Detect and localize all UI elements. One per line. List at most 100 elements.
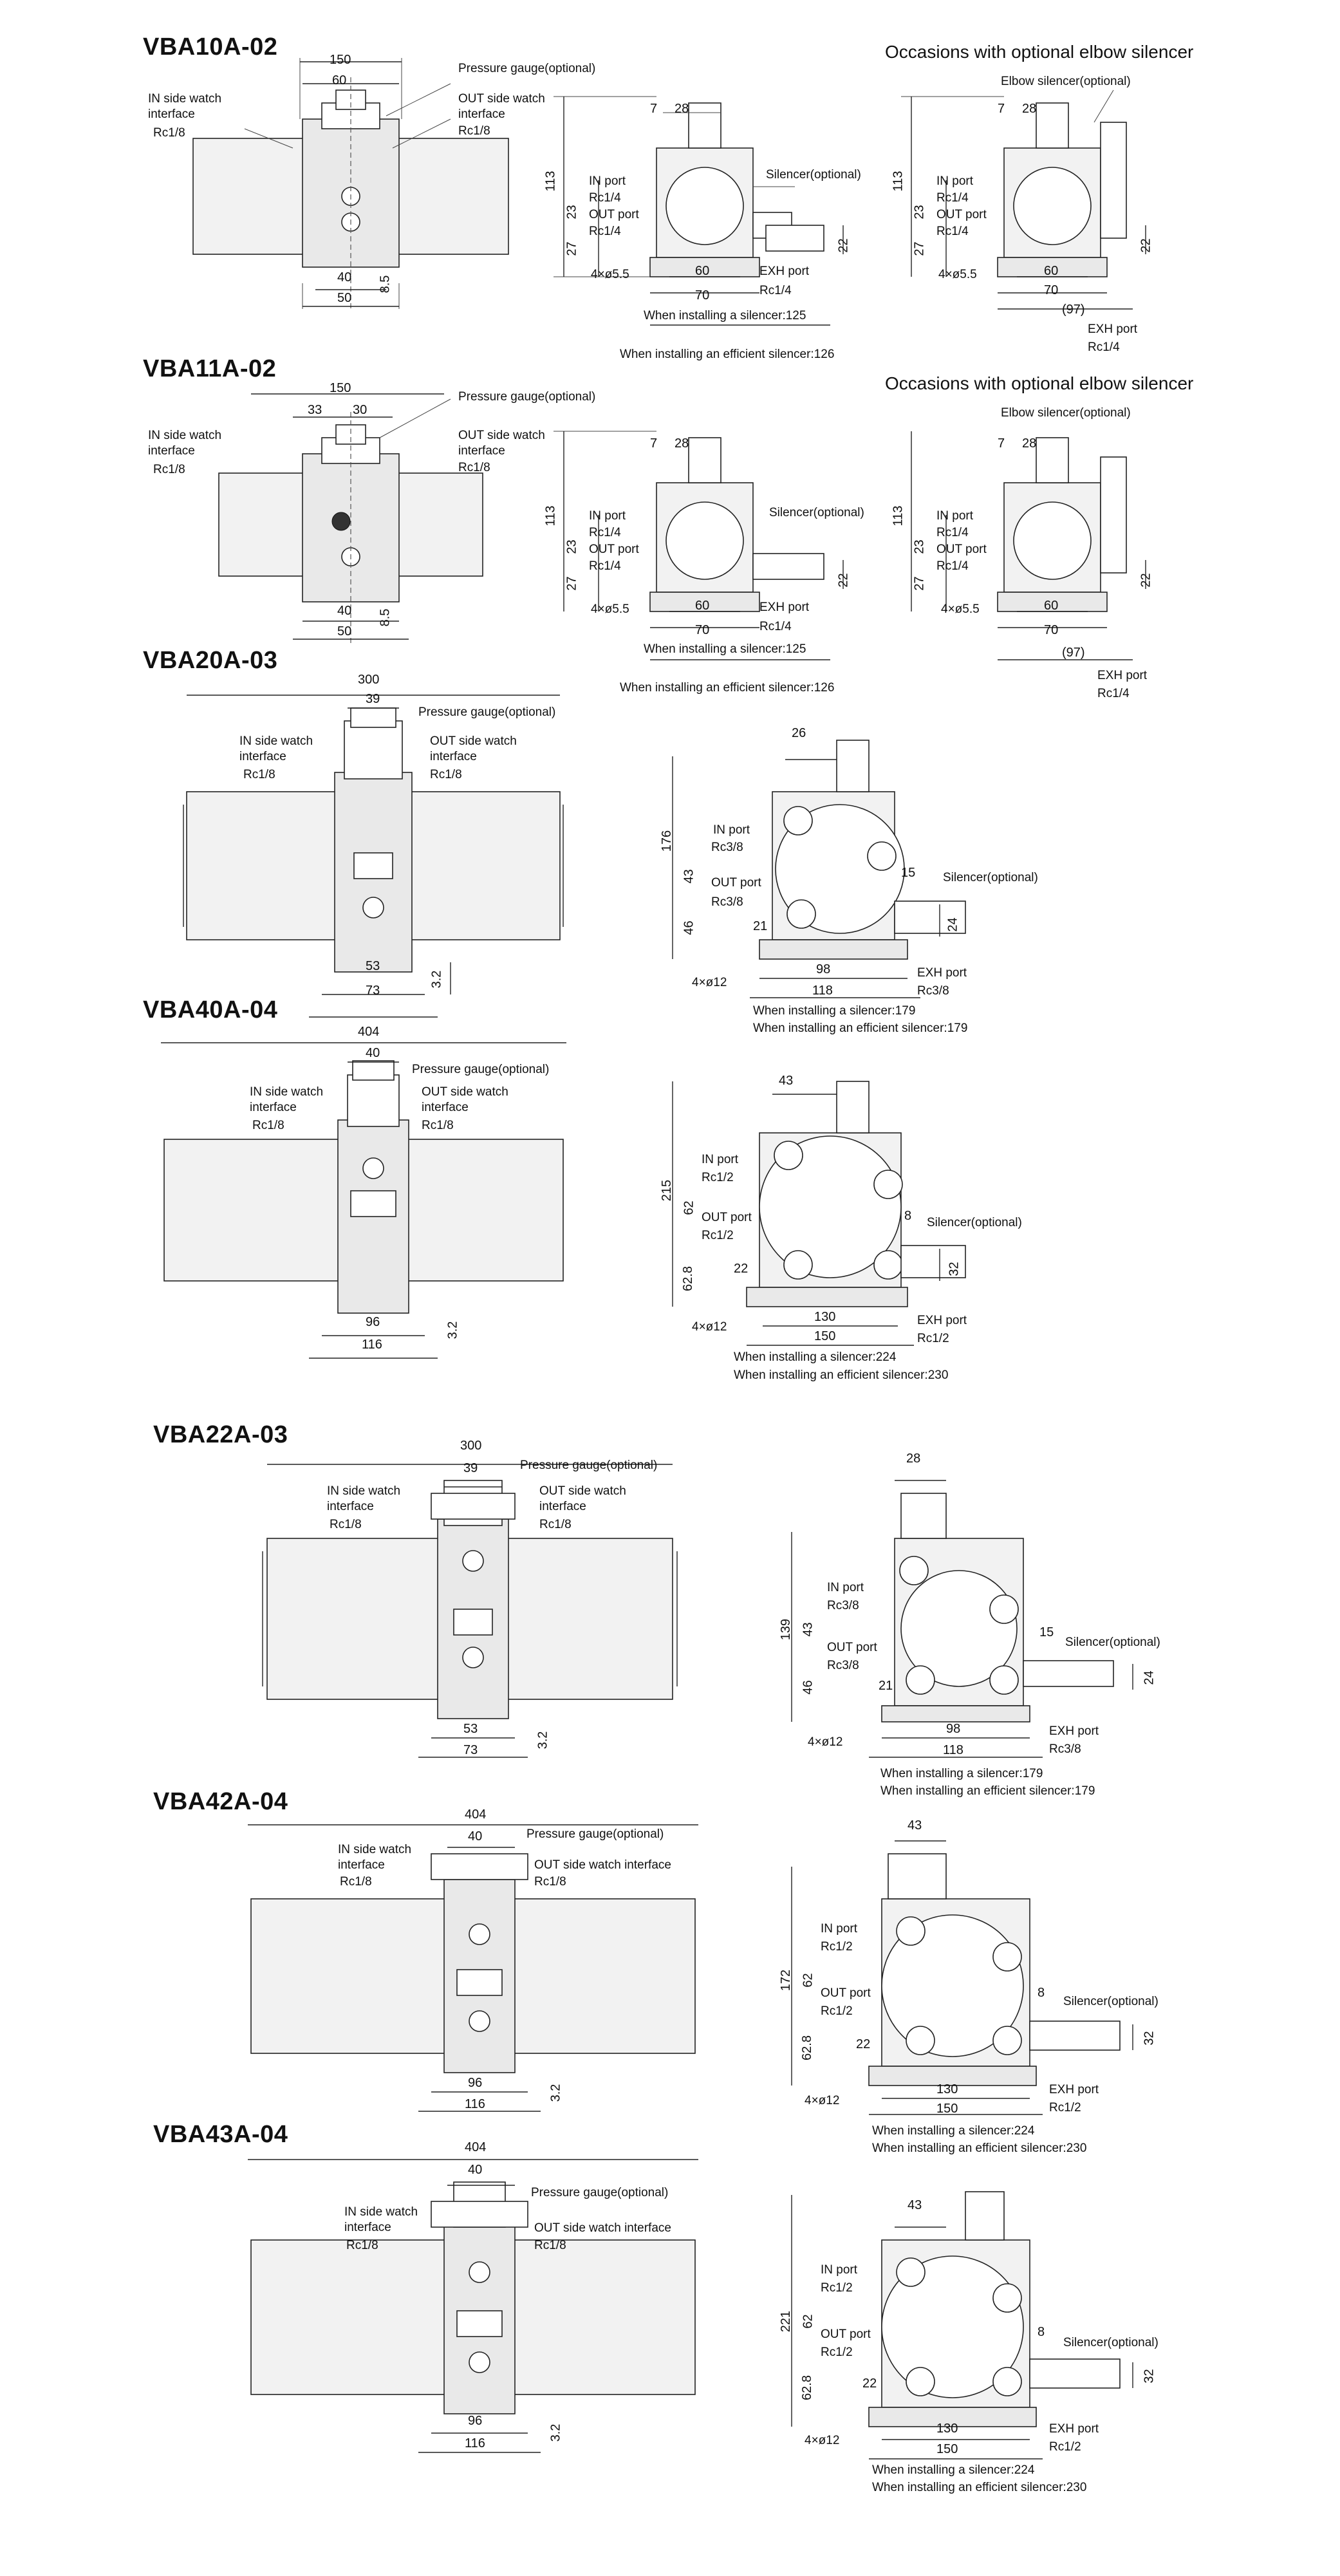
- label-hole55-vba11-elbow: 4×ø5.5: [941, 602, 980, 616]
- dim-3-2-vba22: 3.2: [535, 1731, 550, 1750]
- dim-39-vba22: 39: [463, 1461, 478, 1475]
- dim-43-vba40: 43: [779, 1074, 794, 1088]
- dim-70-vba11-elbow: 70: [1044, 623, 1059, 637]
- label-exh-port-vba11-elbow: EXH port: [1097, 669, 1148, 682]
- dim-70-side: 70: [695, 288, 710, 303]
- dim-28-vba11-elbow: 28: [1022, 436, 1037, 451]
- dim-60-elbow: 60: [1044, 264, 1059, 278]
- dim-150-vba42: 150: [936, 2102, 958, 2116]
- label-in-watch-1-vba40: IN side watch: [250, 1085, 324, 1099]
- label-hole12-vba20: 4×ø12: [692, 976, 727, 989]
- dim-73: 73: [366, 984, 380, 998]
- label-hole55-elbow: 4×ø5.5: [938, 268, 977, 281]
- elbow-header-1: Occasions with optional elbow silencer: [885, 42, 1194, 62]
- dim-3-2-vba42: 3.2: [548, 2084, 563, 2102]
- label-out-rc12-vba40: Rc1/2: [702, 1229, 734, 1242]
- dim-96-vba42: 96: [468, 2076, 483, 2090]
- dim-97-elbow: (97): [1062, 303, 1085, 317]
- label-exh-rc14-vba11-elbow: Rc1/4: [1097, 687, 1130, 700]
- dim-118-vba22: 118: [943, 1743, 963, 1757]
- label-out-watch-full-vba42: OUT side watch interface: [534, 1858, 671, 1872]
- label-hole12-vba43: 4×ø12: [805, 2434, 840, 2447]
- label-out-rc18-vba20: Rc1/8: [430, 768, 462, 781]
- dim-300: 300: [358, 673, 380, 687]
- dim-43-vba43: 43: [907, 2198, 922, 2212]
- title-vba20: VBA20A-03: [143, 647, 278, 674]
- title-vba10: VBA10A-02: [143, 33, 278, 61]
- label-out-watch-2-vba20: interface: [430, 750, 477, 763]
- dim-130-vba43: 130: [936, 2422, 958, 2436]
- dim-62-vba43: 62: [801, 2314, 815, 2329]
- label-in-port-vba40: IN port: [702, 1153, 739, 1166]
- label-pressure-gauge: Pressure gauge(optional): [458, 62, 596, 75]
- dim-53-vba22: 53: [463, 1722, 478, 1736]
- label-out-watch-2-vba22: interface: [539, 1500, 586, 1513]
- label-in-port: IN port: [589, 174, 626, 188]
- label-out-rc18-vba43: Rc1/8: [534, 2239, 566, 2252]
- dim-113-vba11-elbow: 113: [891, 505, 906, 527]
- label-pressure-gauge-vba22: Pressure gauge(optional): [520, 1459, 658, 1472]
- label-out-port-vba42: OUT port: [821, 1986, 871, 2000]
- label-in-port-vba20: IN port: [713, 823, 750, 837]
- label-out-rc12-vba42: Rc1/2: [821, 2004, 853, 2018]
- dim-15-vba22: 15: [1039, 1625, 1054, 1639]
- label-out-port-vba43: OUT port: [821, 2328, 871, 2341]
- label-exh-port-vba42: EXH port: [1049, 2083, 1099, 2096]
- dim-28: 28: [675, 102, 689, 116]
- label-hole12-vba22: 4×ø12: [808, 1735, 843, 1749]
- label-in-rc18-vba40: Rc1/8: [252, 1119, 284, 1132]
- dim-73-vba22: 73: [463, 1743, 478, 1757]
- label-in-port-vba11: IN port: [589, 509, 626, 523]
- dim-28-elbow: 28: [1022, 102, 1037, 116]
- dim-21-vba22: 21: [879, 1679, 893, 1693]
- dim-98-vba22: 98: [946, 1722, 961, 1736]
- dim-116-vba43: 116: [465, 2436, 485, 2450]
- label-elbow-silencer: Elbow silencer(optional): [1001, 75, 1131, 88]
- label-silencer-vba11: Silencer(optional): [769, 506, 864, 519]
- dim-62-8-vba42: 62.8: [799, 2035, 814, 2060]
- label-in-watch-1-vba42: IN side watch: [338, 1843, 412, 1856]
- dim-43-vba22: 43: [801, 1622, 815, 1637]
- label-silencer-vba20: Silencer(optional): [943, 871, 1038, 884]
- dim-215: 215: [660, 1179, 675, 1202]
- dim-40-vba11: 40: [337, 604, 352, 618]
- dim-300-vba22: 300: [460, 1439, 482, 1453]
- dim-60-vba11-side: 60: [695, 599, 710, 613]
- dim-3-2-vba40: 3.2: [445, 1321, 460, 1339]
- label-in-rc12-vba43: Rc1/2: [821, 2281, 853, 2295]
- dim-150-vba40: 150: [814, 1329, 836, 1343]
- label-exh-port-vba40: EXH port: [917, 1314, 967, 1327]
- title-vba40: VBA40A-04: [143, 996, 278, 1023]
- dim-96: 96: [366, 1315, 380, 1329]
- dim-43-vba42: 43: [907, 1818, 922, 1833]
- label-out-watch-2: interface: [458, 107, 505, 121]
- vba20-side-view: [672, 740, 966, 998]
- label-out-port-vba11-elbow: OUT port: [936, 543, 987, 556]
- dim-22-vba11: 22: [836, 573, 851, 588]
- label-in-watch-2-vba42: interface: [338, 1858, 385, 1872]
- label-silencer: Silencer(optional): [766, 168, 861, 182]
- label-pressure-gauge-vba40: Pressure gauge(optional): [412, 1063, 550, 1076]
- dim-28-vba22: 28: [906, 1451, 921, 1466]
- dim-39: 39: [366, 692, 380, 706]
- label-exh-rc12-vba43: Rc1/2: [1049, 2440, 1081, 2454]
- label-in-watch-1: IN side watch: [148, 92, 222, 106]
- label-in-rc18-vba42: Rc1/8: [340, 1875, 372, 1889]
- title-vba42: VBA42A-04: [153, 1788, 288, 1815]
- vba22-side-view: [791, 1480, 1133, 1758]
- dim-116: 116: [362, 1338, 382, 1352]
- label-in-watch-2-vba22: interface: [327, 1500, 374, 1513]
- label-out-port-vba40: OUT port: [702, 1211, 752, 1224]
- note-eff126: When installing an efficient silencer:12…: [620, 348, 835, 361]
- dim-32: 32: [947, 1262, 962, 1276]
- vba43-side-view: [791, 2191, 1133, 2459]
- label-in-watch-2-vba40: interface: [250, 1101, 297, 1114]
- dim-46: 46: [682, 920, 696, 935]
- vba11-front-view: [218, 393, 483, 644]
- label-in-watch-2: interface: [148, 107, 195, 121]
- dim-32-vba42: 32: [1142, 2031, 1157, 2046]
- label-in-rc38-vba22: Rc3/8: [827, 1599, 859, 1612]
- label-in-port-vba11-elbow: IN port: [936, 509, 974, 523]
- dim-40: 40: [337, 270, 352, 285]
